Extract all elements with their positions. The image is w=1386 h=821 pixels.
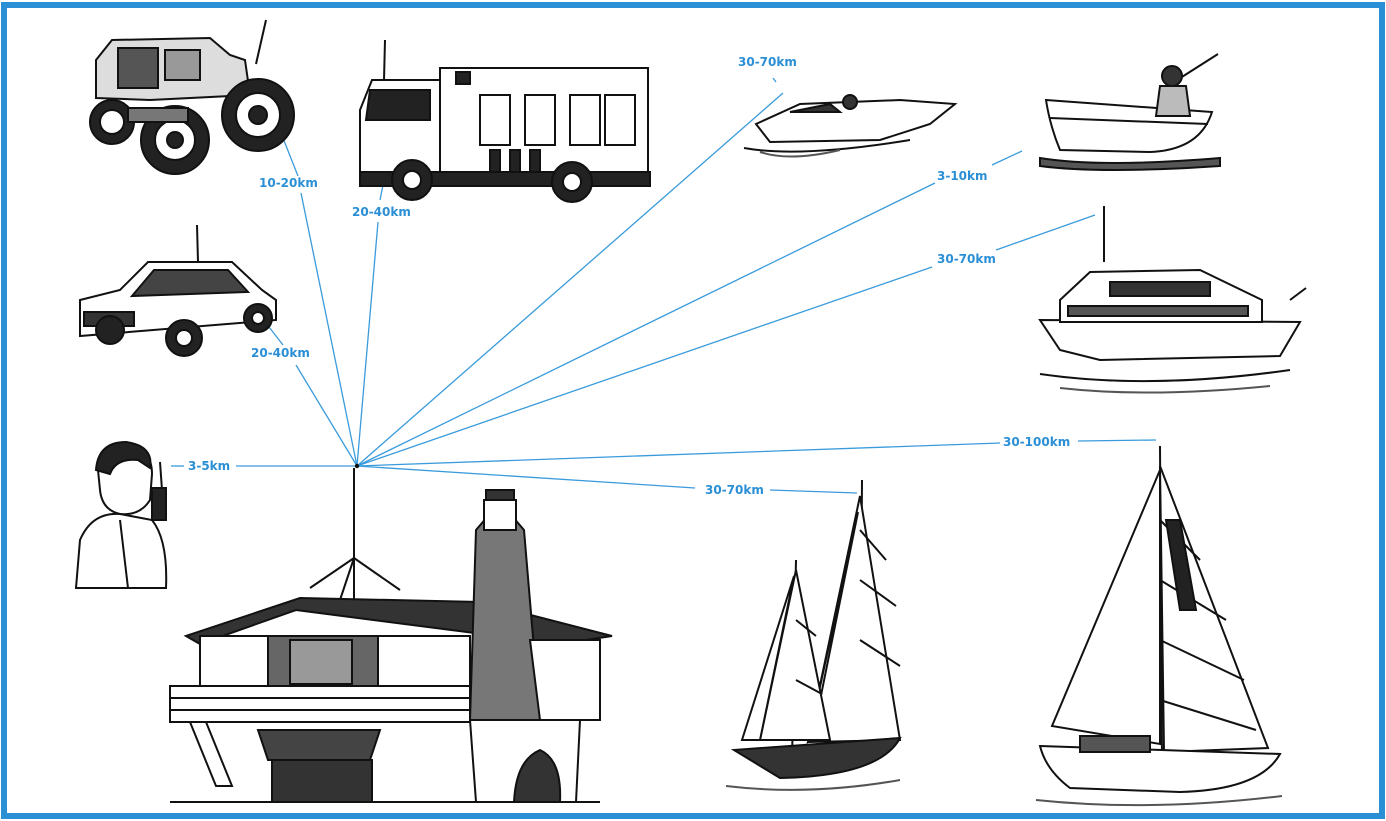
range-label-sloop: 30-100km: [1003, 435, 1070, 449]
range-label-car: 20-40km: [251, 346, 310, 360]
range-label-ketch: 30-70km: [705, 483, 764, 497]
range-label-tractor: 10-20km: [259, 176, 318, 190]
range-label-speedboat: 30-70km: [738, 55, 797, 69]
range-label-truck: 20-40km: [352, 205, 411, 219]
range-label-handheld: 3-5km: [188, 459, 230, 473]
antenna-origin-point: [355, 464, 359, 468]
range-label-yacht: 30-70km: [937, 252, 996, 266]
range-label-rowboat: 3-10km: [937, 169, 988, 183]
